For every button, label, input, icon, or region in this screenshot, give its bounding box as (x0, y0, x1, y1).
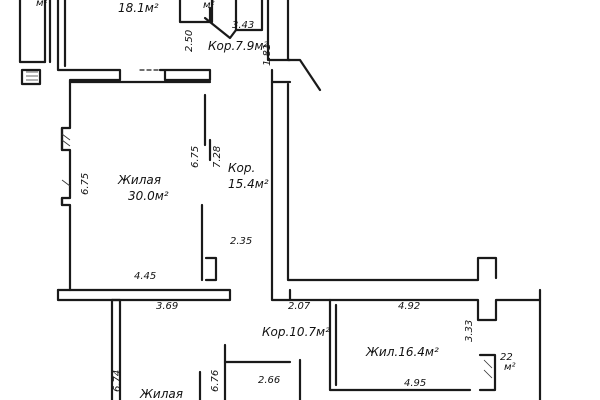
lower-horizontal-wall (56, 288, 542, 400)
dim-3-43: 3.43 (232, 20, 254, 31)
dim-3-33: 3.33 (464, 320, 475, 342)
dim-2-66: 2.66 (258, 375, 280, 386)
dim-6-75-left: 6.75 (80, 173, 91, 195)
dim-3-69: 3.69 (156, 301, 178, 312)
corridor-top-label: Кор.7.9м² (208, 39, 268, 53)
lower-middle-walls (198, 343, 302, 400)
living-1-area: 30.0м² (128, 189, 169, 203)
dim-2-50: 2.50 (184, 30, 195, 52)
corridor-mid-name: Кор. (228, 161, 255, 175)
dim-2-35: 2.35 (230, 236, 252, 247)
top-middle-walls (178, 0, 264, 40)
dim-2-07: 2.07 (288, 301, 311, 312)
lower-right-room-walls (328, 298, 497, 392)
top-mid-unit: м² (203, 0, 215, 11)
dim-6-74: 6.74 (112, 370, 123, 392)
small-room-area: 22 (500, 352, 513, 363)
dim-4-92: 4.92 (398, 301, 420, 312)
top-left-unit: м² (36, 0, 48, 9)
dim-6-76: 6.76 (210, 370, 221, 392)
small-room-unit: м² (504, 362, 516, 373)
corridor-low-label: Кор.10.7м² (262, 325, 330, 339)
living-1-name: Жилая (117, 173, 161, 187)
dim-4-95: 4.95 (404, 378, 426, 389)
upper-cross-walls (68, 68, 212, 84)
top-room-area: 18.1м² (118, 1, 159, 15)
top-left-room-walls (18, 0, 52, 86)
corridor-mid-area: 15.4м² (228, 177, 269, 191)
dim-1-81: 1.81 (262, 44, 273, 66)
living-2-label: Жил.16.4м² (365, 345, 439, 359)
inner-partitions (200, 93, 218, 282)
dim-6-75-mid: 6.75 (190, 146, 201, 168)
left-outer-wall (56, 0, 122, 292)
right-corridor-wall (266, 0, 498, 292)
dim-4-45: 4.45 (134, 271, 156, 282)
living-3-name: Жилая (139, 387, 183, 400)
dim-7-28: 7.28 (212, 146, 223, 168)
